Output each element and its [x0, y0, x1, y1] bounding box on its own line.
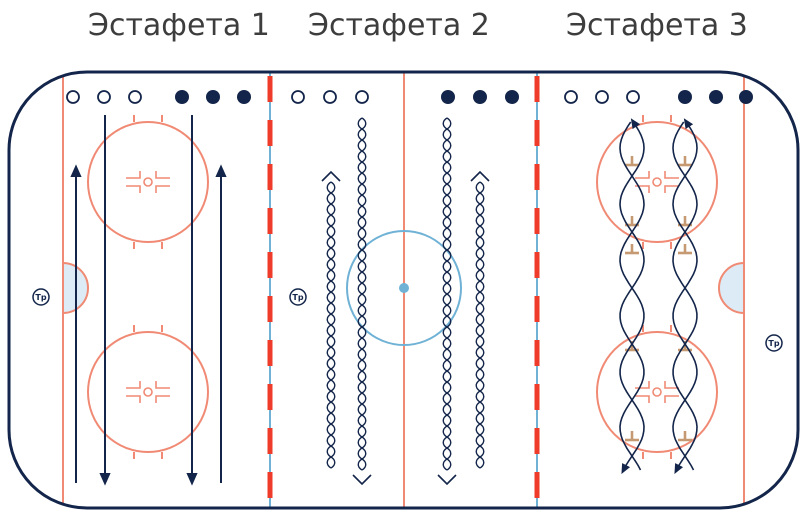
open-circle-player — [564, 90, 578, 104]
chain-path — [470, 170, 490, 469]
cone-icon — [625, 431, 639, 442]
cone-icon — [625, 244, 639, 255]
center-circle — [346, 230, 462, 346]
relay-title-3: Эстафета 3 — [566, 8, 748, 43]
relay-title-1: Эстафета 1 — [88, 8, 270, 43]
open-circle-player — [291, 90, 305, 104]
filled-circle-player — [237, 90, 251, 104]
rink-markings: Тр Тр Тр — [32, 72, 783, 508]
open-circle-player — [323, 90, 337, 104]
filled-circle-player — [709, 90, 723, 104]
faceoff-circle — [87, 115, 209, 249]
weaving-path — [672, 118, 698, 471]
relay-3-cones — [625, 156, 692, 442]
open-circle-player — [128, 90, 142, 104]
faceoff-circle — [596, 325, 718, 459]
goal-crease-right — [718, 261, 745, 315]
weaving-path — [619, 121, 645, 474]
filled-circle-player — [739, 90, 753, 104]
filled-circle-player — [505, 90, 519, 104]
center-dot — [399, 283, 409, 293]
cone-icon — [678, 244, 692, 255]
filled-circle-player — [206, 90, 220, 104]
faceoff-circle — [87, 325, 209, 459]
filled-circle-player — [175, 90, 189, 104]
relay-3-paths — [619, 118, 698, 474]
rink-border — [7, 70, 800, 510]
filled-circle-player — [473, 90, 487, 104]
chain-path — [352, 117, 372, 486]
open-circle-player — [97, 90, 111, 104]
chain-path — [321, 170, 341, 469]
svg-text:Тр: Тр — [35, 293, 46, 302]
weaving-path — [619, 118, 645, 471]
relay-2-paths — [321, 117, 490, 486]
svg-text:Тр: Тр — [768, 339, 779, 348]
filled-circle-player — [441, 90, 455, 104]
cone-icon — [625, 341, 639, 352]
faceoff-circle — [596, 115, 718, 249]
svg-text:Тр: Тр — [292, 293, 303, 302]
coach-marker: Тр — [765, 334, 783, 352]
open-circle-player — [66, 90, 80, 104]
relay-title-2: Эстафета 2 — [308, 8, 490, 43]
cone-icon — [625, 156, 639, 167]
open-circle-player — [626, 90, 640, 104]
open-circle-player — [595, 90, 609, 104]
coach-marker: Тр — [289, 288, 307, 306]
cone-icon — [678, 431, 692, 442]
filled-circle-player — [678, 90, 692, 104]
coach-marker: Тр — [32, 288, 50, 306]
cone-icon — [678, 156, 692, 167]
open-circle-player — [355, 90, 369, 104]
weaving-path — [672, 121, 698, 474]
chain-path — [437, 117, 457, 486]
relay-1-paths — [70, 115, 227, 486]
